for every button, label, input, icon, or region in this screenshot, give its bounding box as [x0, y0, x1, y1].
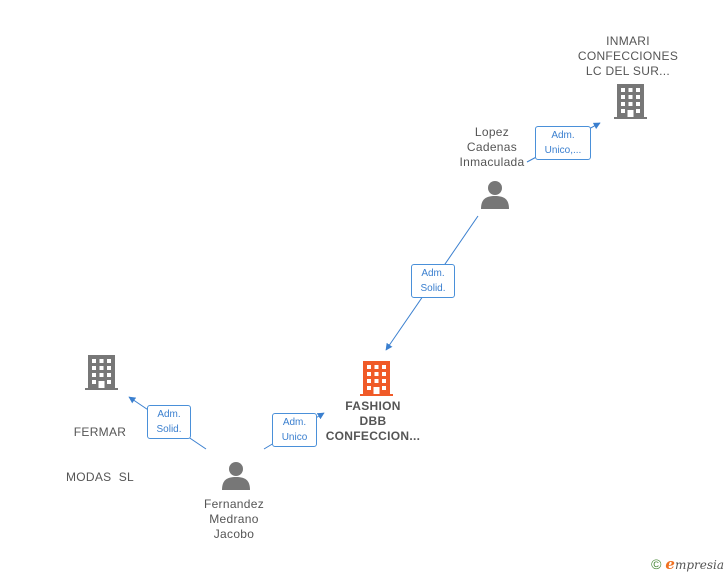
label-line: Inmaculada: [459, 155, 525, 169]
edge-label-line: Adm.: [282, 417, 307, 428]
label-line: CONFECCION...: [325, 429, 421, 443]
label-line: Fernandez: [203, 497, 265, 511]
company-label-fermar[interactable]: FERMAR MODAS SL: [50, 395, 150, 500]
edge-label-lopez-fashion[interactable]: Adm. Solid.: [411, 264, 455, 298]
label-line: Jacobo: [213, 527, 255, 541]
empresia-logo[interactable]: empresia: [665, 555, 724, 573]
edge-label-fernandez-fermar[interactable]: Adm. Solid.: [147, 405, 191, 439]
building-icon[interactable]: [360, 361, 393, 396]
label-line: FASHION: [345, 399, 401, 413]
person-label-lopez[interactable]: Lopez Cadenas Inmaculada: [446, 125, 538, 170]
edge-label-line: Adm.: [157, 409, 181, 420]
edge-label-fernandez-fashion[interactable]: Adm. Unico: [272, 413, 317, 447]
label-line: LC DEL SUR...: [585, 64, 671, 78]
edge-label-line: Adm.: [421, 268, 445, 279]
label-line: MODAS SL: [65, 470, 135, 484]
copyright-icon: ©: [651, 556, 662, 572]
edge-label-lopez-inmari[interactable]: Adm. Unico,...: [535, 126, 591, 160]
building-icon[interactable]: [614, 84, 647, 119]
person-icon[interactable]: [480, 180, 510, 210]
edge-label-line: Solid.: [156, 424, 182, 435]
person-icon[interactable]: [221, 461, 251, 491]
company-label-fashion[interactable]: FASHION DBB CONFECCION...: [313, 399, 433, 444]
label-line: INMARI: [606, 34, 650, 48]
label-line: CONFECCIONES: [577, 49, 679, 63]
label-line: FERMAR: [73, 425, 127, 439]
person-label-fernandez[interactable]: Fernandez Medrano Jacobo: [188, 497, 280, 542]
edge-label-line: Solid.: [420, 283, 446, 294]
label-line: Cadenas: [466, 140, 518, 154]
edge-label-line: Adm.: [551, 130, 575, 141]
company-label-inmari[interactable]: INMARI CONFECCIONES LC DEL SUR...: [568, 34, 688, 79]
brand-name: mpresia: [674, 558, 724, 572]
brand-initial: e: [665, 555, 675, 573]
edge-label-line: Unico: [281, 432, 308, 443]
label-line: Lopez: [474, 125, 510, 139]
edge-label-line: Unico,...: [544, 145, 582, 156]
footer-brand: © empresia: [651, 555, 724, 573]
building-icon[interactable]: [85, 355, 118, 390]
label-line: DBB: [359, 414, 387, 428]
label-line: Medrano: [209, 512, 259, 526]
